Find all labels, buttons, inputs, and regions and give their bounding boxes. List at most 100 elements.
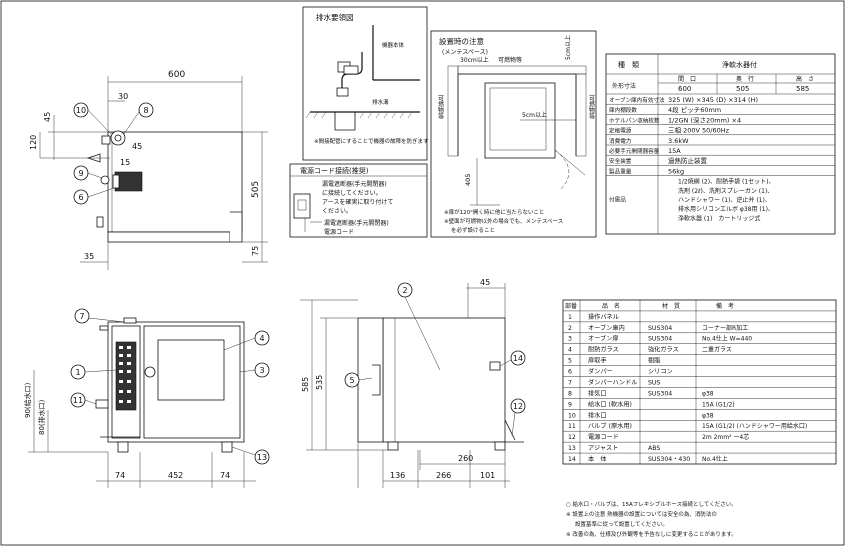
note-3: 設置基準に従って設置してください。: [575, 520, 668, 528]
parts-cell: 操作パネル: [588, 313, 619, 321]
parts-header-cell: 品 名: [602, 302, 620, 310]
power-cord-line-2: に接続してください。: [322, 189, 382, 197]
top-dim-600: 600: [168, 70, 185, 80]
svg-text:5: 5: [349, 376, 354, 385]
parts-cell: 9: [568, 401, 572, 408]
svg-text:6: 6: [78, 193, 83, 202]
front-view: 74 452 74 90(給水口) 80(排水口) 7 1 11 4 3 13: [23, 308, 270, 488]
install-dim-30cm: 30cm以上: [460, 56, 489, 64]
parts-cell: 扉取手: [588, 357, 607, 365]
top-dim-30: 30: [118, 92, 128, 101]
svg-text:7: 7: [79, 312, 84, 321]
parts-cell: 強化ガラス: [648, 346, 679, 354]
callout-14: [510, 350, 526, 366]
power-cord-line-3: アースを確実に取り付けて: [322, 198, 393, 206]
parts-header-cell: 備 考: [716, 302, 734, 310]
top-view-body: [107, 131, 243, 233]
side-dim-101: 101: [480, 471, 495, 480]
drain-diagram-title: 排水要領図: [316, 12, 354, 22]
spec-row-value: 過熱防止装置: [668, 156, 708, 165]
parts-cell: オーブン扉: [588, 335, 619, 343]
parts-cell: SUS304: [648, 325, 672, 332]
spec-dim-depth-label: 奥 行: [736, 75, 754, 83]
power-cord-cord-label: 電源コード: [324, 228, 354, 236]
power-cord-box: 電源コード接続(推奨) 漏電遮断器(手元開閉器) に接続してください。 アースを…: [289, 163, 428, 238]
parts-cell: 2m 2mm² ー4芯: [702, 433, 749, 441]
parts-cell: 排水口: [588, 411, 607, 419]
install-subtitle: (メンテスペース): [442, 49, 488, 56]
spec-row-value: 56kg: [668, 167, 684, 175]
svg-text:10: 10: [76, 106, 86, 115]
parts-cell: SUS304: [648, 390, 672, 397]
power-cord-breaker-label: 漏電遮断器(手元開閉器): [324, 219, 389, 227]
drain-body-label: 機器本体: [382, 41, 405, 49]
spec-row-label: 消費電力: [609, 137, 632, 145]
drain-diagram: 排水要領図 機器本体 排水溝 ※間接配管にすることで機器の故障を防ぎます: [302, 6, 429, 161]
side-dim-260: 260: [458, 454, 473, 463]
top-dim-505: 505: [251, 181, 261, 198]
spec-accessory-line: 排水用シリコンエルボ φ38用 (1)、: [678, 205, 774, 213]
svg-text:9: 9: [78, 169, 83, 178]
parts-cell: φ38: [702, 412, 714, 419]
spec-accessory-line: 浄軟水器 (1) カートリッジ式: [678, 214, 760, 222]
spec-row-label: 定格電源: [609, 127, 632, 135]
svg-text:13: 13: [257, 453, 267, 462]
parts-cell: 12: [568, 434, 576, 441]
spec-header-value: 浄軟水器付: [722, 60, 757, 69]
parts-cell: 耐熱ガラス: [588, 346, 619, 354]
install-combustible-left: 可燃物等: [437, 95, 444, 119]
parts-header-cell: 部番: [565, 302, 577, 310]
side-dim-136: 136: [390, 471, 405, 480]
callout-12: [510, 398, 526, 414]
parts-cell: 1: [568, 314, 572, 321]
install-note-2: ※壁面が可燃物以外の場合でも、メンテスペース: [444, 217, 563, 225]
side-dim-266: 266: [436, 471, 451, 480]
spec-row-label: 安全装置: [609, 157, 632, 165]
parts-cell: 4: [568, 347, 572, 354]
parts-cell: ABS: [648, 445, 660, 452]
spec-row-label: 製品重量: [609, 167, 632, 175]
svg-text:8: 8: [143, 106, 148, 115]
parts-cell: 6: [568, 369, 572, 376]
parts-header-cell: 材 質: [662, 302, 680, 310]
install-dim-5cm-side: 5cm以上: [522, 111, 547, 119]
parts-cell: SUS: [648, 379, 660, 386]
spec-row-label: 付属品: [609, 196, 626, 204]
svg-text:2: 2: [402, 286, 407, 295]
callout-8: [138, 102, 154, 118]
install-note-3: を必ず設けること: [451, 226, 495, 234]
parts-cell: 樹脂: [648, 357, 660, 365]
install-note-1: ※扉が120°開く時に他に当たらないこと: [444, 208, 544, 216]
drain-trap-label: 排水溝: [372, 98, 389, 106]
power-cord-line-1: 漏電遮断器(手元開閉器): [322, 180, 387, 188]
drain-diagram-box: [302, 6, 428, 161]
side-dim-585: 585: [301, 377, 310, 392]
spec-dim-height-label: 高 さ: [796, 75, 814, 83]
parts-cell: ダンパー: [588, 368, 613, 376]
top-dim-15: 15: [120, 158, 130, 167]
note-2: ※ 設置上の注意 熱機器の設置については安全の為、消防法の: [566, 510, 717, 518]
power-cord-title: 電源コード接続(推奨): [300, 166, 369, 175]
spec-accessory-line: 洗剤 (2ℓ)、洗剤スプレーガン (1)、: [678, 187, 773, 195]
spec-row-value: 1/2GN (深さ20mm) ×4: [668, 115, 741, 124]
spec-row-value: 三相 200V 50/60Hz: [668, 126, 730, 135]
spec-row-label: ホテルパン収納枚数: [609, 116, 660, 124]
parts-cell: 14: [568, 456, 576, 463]
parts-cell: 13: [568, 445, 576, 452]
front-dim-90: 90(給水口): [23, 382, 32, 418]
parts-cell: 給水口 (軟水用): [588, 400, 632, 408]
spec-row-value: 4段 ピッチ60mm: [668, 105, 721, 114]
top-dim-120: 120: [29, 135, 38, 150]
spec-row-dimensions-label: 外形寸法: [612, 82, 636, 90]
side-view: 45 585 535 260 136 266 101 2 5 14 12: [300, 278, 526, 488]
parts-cell: φ38: [702, 390, 714, 397]
parts-cell: 8: [568, 390, 572, 397]
install-dim-405: 405: [464, 174, 472, 186]
parts-cell: SUS304・430: [648, 456, 690, 463]
install-diagram: 設置時の注意 (メンテスペース) 30cm以上 可燃物等 5cm以上 5cm以上…: [430, 30, 597, 238]
parts-cell: 15A (G1/2): [702, 401, 735, 408]
spec-accessory-line: ハンドシャワー (1)、逆止弁 (1)、: [678, 196, 771, 204]
spec-row-value: 325 (W) ×345 (D) ×314 (H): [668, 96, 758, 104]
side-dim-45: 45: [480, 278, 490, 287]
